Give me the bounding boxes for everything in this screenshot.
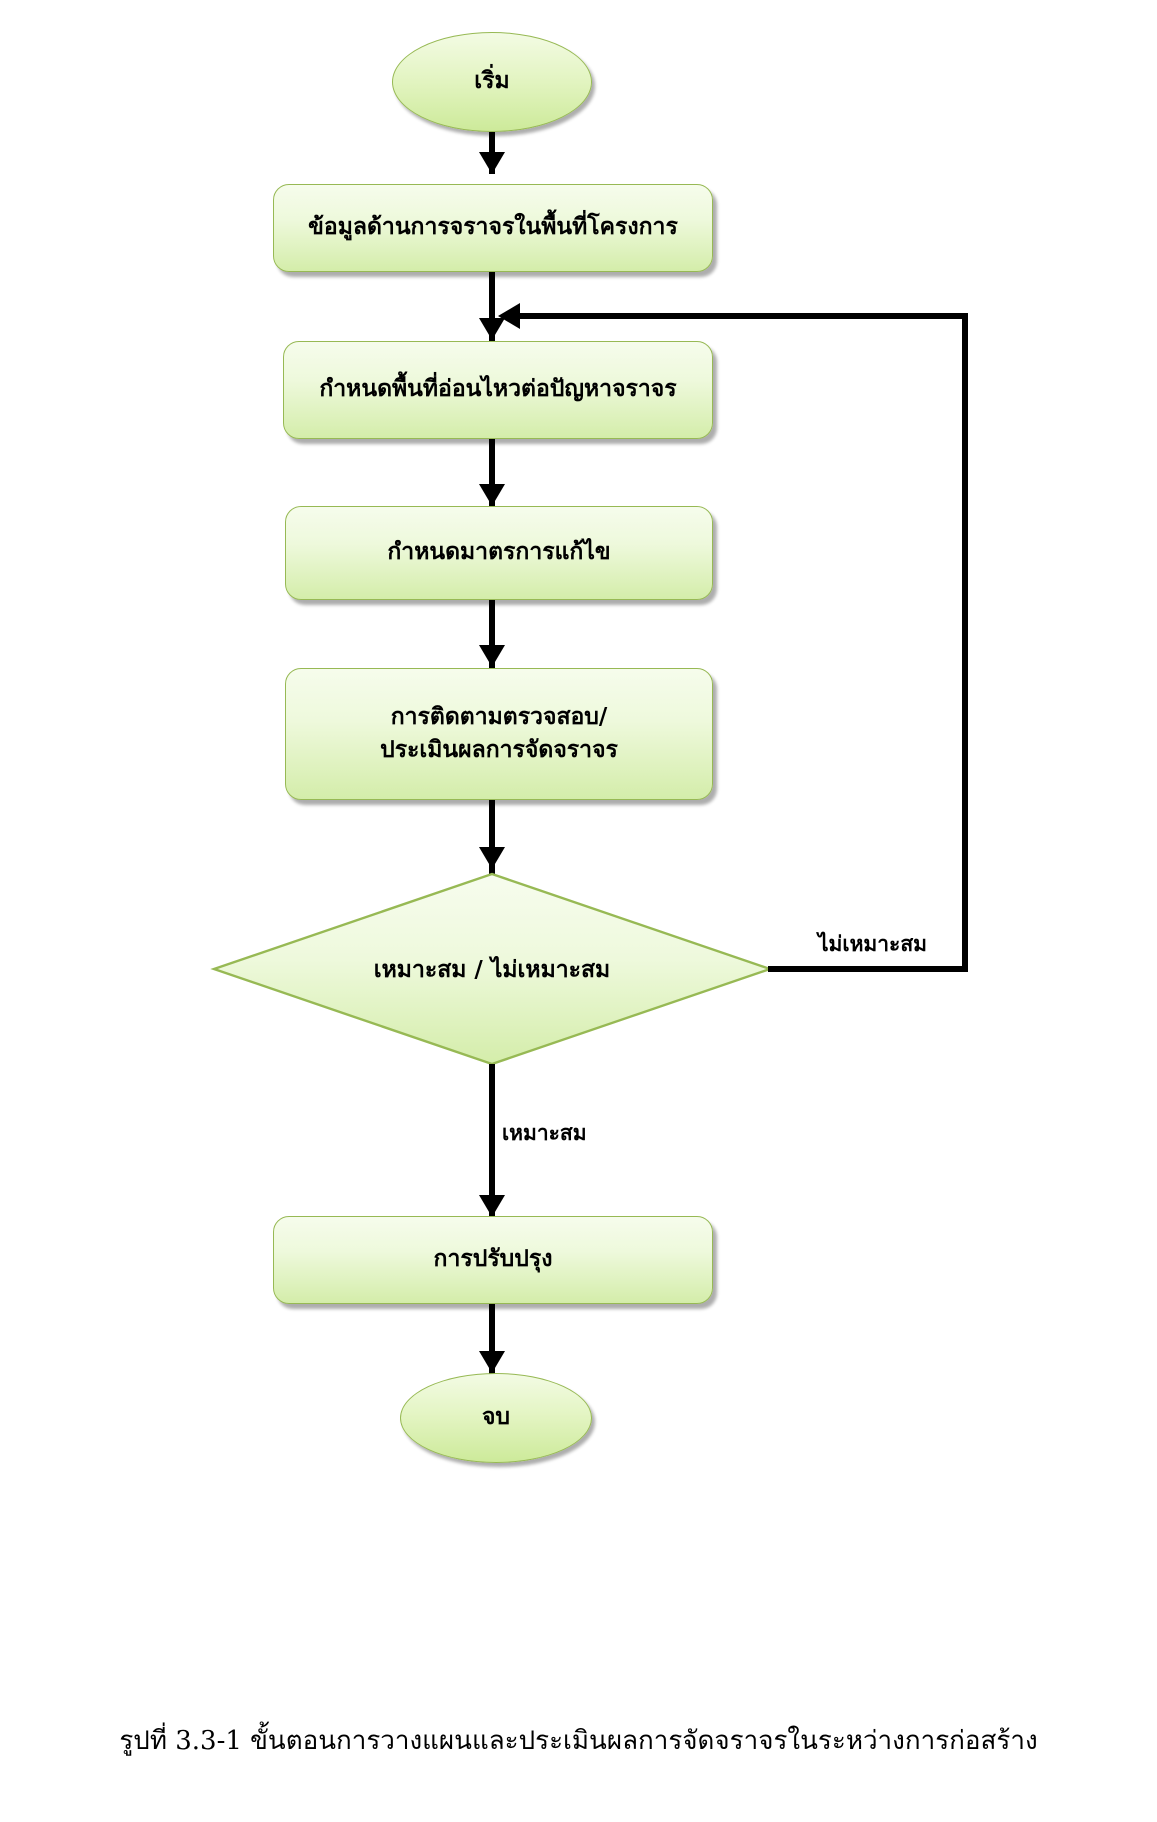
arrowhead-step5-to-end [479, 1351, 505, 1373]
node-end-label: จบ [481, 1404, 511, 1431]
node-decision-label: เหมาะสม / ไม่เหมาะสม [373, 956, 611, 983]
connector-decision-no-return [505, 313, 965, 319]
connector-step3-to-step4 [489, 600, 495, 672]
node-end[interactable]: จบ [400, 1373, 592, 1463]
node-step4[interactable]: การติดตามตรวจสอบ/ ประเมินผลการจัดจราจร [285, 668, 713, 800]
connector-step4-to-decision [489, 800, 495, 876]
arrowhead-step4-to-decision [479, 847, 505, 869]
connector-step2-to-step3 [489, 439, 495, 511]
node-step2-label: กำหนดพื้นที่อ่อนไหวต่อปัญหาจราจร [319, 376, 677, 403]
arrowhead-step3-to-step4 [479, 645, 505, 667]
node-step5-label: การปรับปรุง [433, 1246, 553, 1273]
connector-step5-to-end [489, 1304, 495, 1378]
arrowhead-decision-no-return [498, 303, 520, 329]
edge-label-not-suitable: ไม่เหมาะสม [818, 932, 927, 956]
figure-caption: รูปที่ 3.3-1 ขั้นตอนการวางแผนและประเมินผ… [119, 1726, 1038, 1756]
edge-label-suitable: เหมาะสม [502, 1121, 587, 1145]
node-step5[interactable]: การปรับปรุง [273, 1216, 713, 1304]
node-step4-label-line1: การติดตามตรวจสอบ/ [390, 703, 608, 730]
connector-decision-yes [489, 1064, 495, 1224]
node-step4-label: การติดตามตรวจสอบ/ ประเมินผลการจัดจราจร [380, 701, 618, 768]
connector-decision-no-vertical [962, 313, 968, 969]
arrowhead-start-to-step1 [479, 152, 505, 174]
connector-step1-to-step2 [489, 272, 495, 342]
node-step3-label: กำหนดมาตรการแก้ไข [387, 539, 611, 566]
arrowhead-decision-yes [479, 1195, 505, 1217]
node-step4-label-line2: ประเมินผลการจัดจราจร [380, 737, 618, 763]
node-step3[interactable]: กำหนดมาตรการแก้ไข [285, 506, 713, 600]
node-start[interactable]: เริ่ม [392, 32, 592, 132]
arrowhead-step2-to-step3 [479, 484, 505, 506]
node-decision[interactable]: เหมาะสม / ไม่เหมาะสม [210, 872, 774, 1067]
node-start-label: เริ่ม [474, 68, 510, 95]
connector-decision-no-horizontal [768, 966, 968, 972]
node-step1-label: ข้อมูลด้านการจราจรในพื้นที่โครงการ [308, 214, 678, 241]
node-step2[interactable]: กำหนดพื้นที่อ่อนไหวต่อปัญหาจราจร [283, 341, 713, 439]
node-step1[interactable]: ข้อมูลด้านการจราจรในพื้นที่โครงการ [273, 184, 713, 272]
